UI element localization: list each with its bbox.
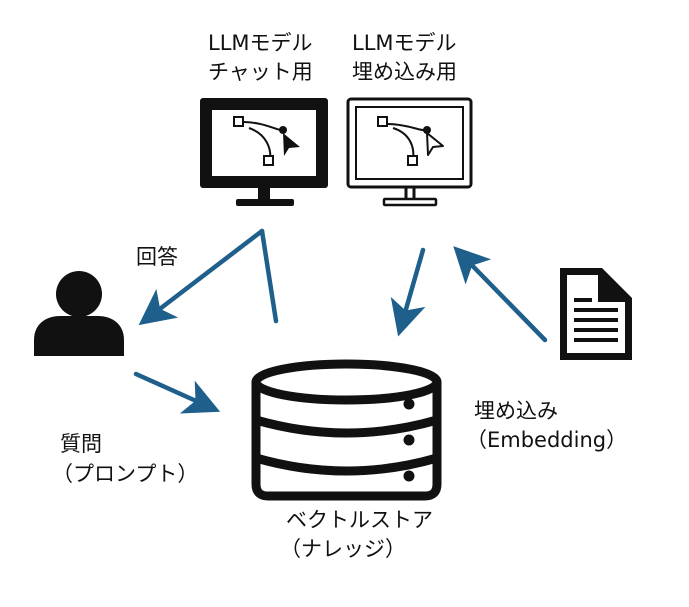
context-line	[259, 228, 279, 324]
embedding-label-line2: （Embedding）	[466, 428, 628, 452]
question-label-line2: （プロンプト）	[52, 462, 199, 486]
monitor-outline-icon	[346, 97, 473, 207]
monitor-filled-icon	[200, 98, 328, 206]
llm-embed-label-line2: 埋め込み用	[352, 60, 457, 84]
arrows	[133, 228, 548, 414]
vectorstore-label-line1: ベクトルストア	[286, 508, 433, 532]
llm-embed-label-line1: LLMモデル	[352, 31, 457, 55]
answer-label: 回答	[136, 245, 178, 269]
user-icon	[34, 271, 124, 356]
database-icon	[251, 359, 442, 501]
embed-to-store-arrow	[390, 247, 426, 337]
question-label-line1: 質問	[60, 432, 102, 456]
llm-chat-label-line2: チャット用	[208, 60, 313, 84]
answer-arrow	[138, 228, 265, 326]
document-to-embed-arrow	[453, 246, 548, 343]
embedding-label-line1: 埋め込み	[474, 399, 558, 423]
document-icon	[560, 268, 632, 360]
vectorstore-label-line2: （ナレッジ）	[280, 537, 406, 561]
question-arrow	[133, 371, 221, 414]
llm-chat-label-line1: LLMモデル	[208, 31, 313, 55]
